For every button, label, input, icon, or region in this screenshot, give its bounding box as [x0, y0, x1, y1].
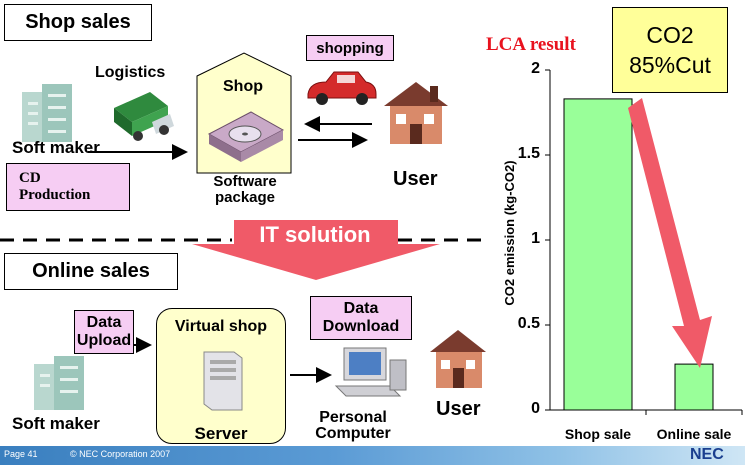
- car-icon: [307, 71, 377, 105]
- logistics-label: Logistics: [95, 64, 166, 81]
- nec-logo: NEC: [690, 446, 724, 463]
- building-icon-bottom: [34, 356, 84, 410]
- server-label: Server: [194, 424, 248, 443]
- reduction-arrow: [628, 98, 712, 368]
- online-sales-title: Online sales: [4, 253, 178, 290]
- y-tick-label: 0.5: [517, 315, 540, 332]
- footer-bar: Page 41 © NEC Corporation 2007 NEC: [0, 446, 745, 465]
- y-tick-label: 1.5: [517, 145, 540, 162]
- y-tick-label: 1: [531, 230, 540, 247]
- house-icon: [384, 82, 448, 144]
- it-solution-label: IT solution: [259, 222, 371, 247]
- computer-icon: [334, 347, 407, 397]
- bar-shop-sale: [563, 98, 633, 411]
- y-tick-label: 0: [531, 400, 540, 417]
- user-label-bottom: User: [436, 398, 481, 420]
- it-solution-arrow: [192, 220, 440, 280]
- y-tick-label: 2: [531, 60, 540, 77]
- x-tick-label: Online sale: [656, 426, 732, 442]
- user-label-top: User: [393, 168, 438, 190]
- house-icon-bottom: [430, 330, 486, 388]
- x-tick-label: Shop sale: [564, 426, 632, 442]
- copyright: © NEC Corporation 2007: [70, 449, 171, 459]
- soft-maker-label: Soft maker: [12, 138, 100, 157]
- shop-sales-title: Shop sales: [4, 4, 152, 41]
- server-icon: [203, 351, 243, 411]
- shop-label: Shop: [223, 78, 263, 95]
- virtual-shop-label: Virtual shop: [174, 318, 268, 335]
- soft-maker-label-bottom: Soft maker: [12, 414, 100, 433]
- building-icon: [22, 84, 72, 142]
- shopping-label: shopping: [306, 35, 394, 61]
- truck-icon: [114, 92, 174, 141]
- lca-result-label: LCA result: [486, 34, 576, 55]
- bar-online-sale: [674, 363, 714, 411]
- cd-player-icon: [207, 111, 285, 162]
- page-number: Page 41: [4, 449, 38, 459]
